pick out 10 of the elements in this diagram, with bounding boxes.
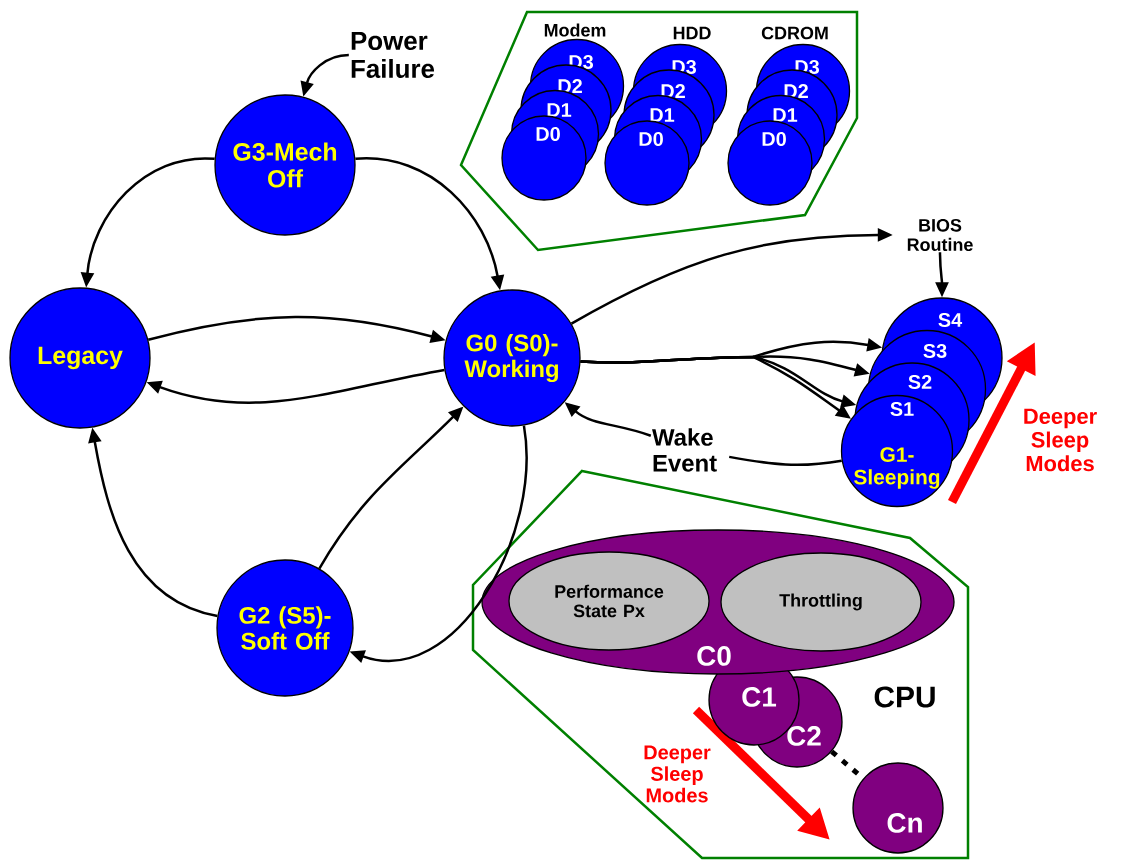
event-label: Power Failure bbox=[351, 31, 435, 78]
direction-label: Deeper Sleep Modes bbox=[1024, 408, 1097, 472]
device-label: HDD bbox=[673, 26, 711, 40]
device-label: CDROM bbox=[761, 26, 828, 40]
connector-line bbox=[729, 455, 842, 467]
event-label: Wake Event bbox=[652, 428, 717, 472]
device-label: Modem bbox=[544, 23, 606, 37]
device-panel bbox=[459, 10, 859, 252]
direction-label: Deeper Sleep Modes bbox=[644, 745, 711, 803]
routine-label: BIOS Routine bbox=[907, 218, 973, 251]
